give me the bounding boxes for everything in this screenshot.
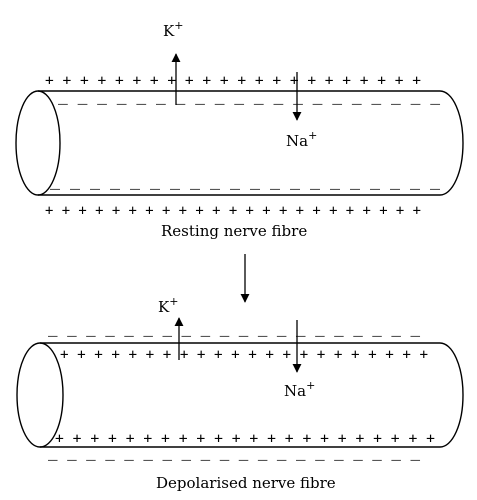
resting-inner-bottom-charges: — — — — — — — — — — — — — — — — — — — — xyxy=(50,182,441,195)
resting-na-label: Na+ xyxy=(286,129,317,150)
resting-left-end xyxy=(15,90,61,196)
resting-caption: Resting nerve fibre xyxy=(161,222,307,240)
resting-fibre: + + + + + + + + + + + + + + + + + + + + … xyxy=(15,19,464,240)
depolarised-inner-bottom-charges: + + + + + + + + + + + + + + + + + + + + … xyxy=(55,431,435,447)
resting-outer-bottom-charges: + + + + + + + + + + + + + + + + + + + + … xyxy=(45,203,421,219)
resting-inner-top-charges: — — — — — — — — — — — — — — — — — — — — xyxy=(58,97,441,110)
depolarised-right-end xyxy=(439,342,464,448)
depolarised-outer-bottom-charges: — — — — — — — — — — — — — — — — — — — — xyxy=(48,453,421,466)
depolarised-caption: Depolarised nerve fibre xyxy=(156,474,336,492)
depolarised-fibre: — — — — — — — — — — — — — — — — — — — — … xyxy=(16,295,464,492)
resting-right-end xyxy=(439,90,464,196)
resting-outer-top-charges: + + + + + + + + + + + + + + + + + + + + … xyxy=(45,73,421,89)
resting-k-label: K+ xyxy=(163,19,183,40)
depolarised-inner-top-charges: + + + + + + + + + + + + + + + + + + + + … xyxy=(60,347,428,363)
depolarised-na-label: Na+ xyxy=(284,379,315,400)
depolarised-k-label: K+ xyxy=(158,295,178,316)
depolarised-outer-top-charges: — — — — — — — — — — — — — — — — — — — — xyxy=(48,329,421,342)
